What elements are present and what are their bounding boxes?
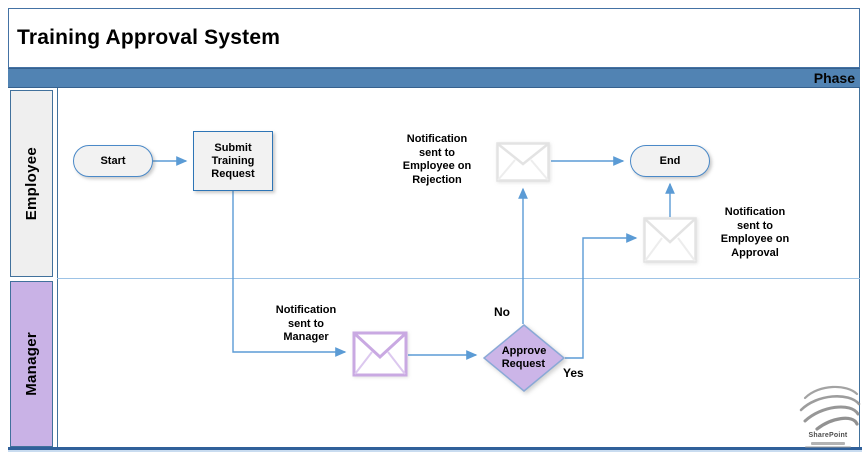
- lane-separator: [57, 278, 860, 279]
- start-node: Start: [73, 145, 153, 177]
- logo-subtext-line2: [805, 446, 851, 448]
- swirl-logo-icon: [799, 385, 861, 431]
- phase-bar: Phase: [8, 68, 860, 88]
- approval-envelope-icon: [643, 217, 697, 263]
- page-title: Training Approval System: [17, 26, 281, 49]
- branch-label-no: No: [494, 305, 510, 319]
- note-manager: Notification sent to Manager: [275, 304, 337, 343]
- note-approval: Notification sent to Employee on Approva…: [720, 206, 790, 259]
- logo-subtext-line: [811, 442, 845, 445]
- title-band: Training Approval System: [8, 8, 860, 68]
- lane-label-manager: Manager: [10, 281, 53, 447]
- watermark-logo: SharePoint: [791, 382, 865, 462]
- swimlane-frame: [57, 88, 860, 447]
- note-rejection: Notification sent to Employee on Rejecti…: [402, 133, 472, 186]
- lane-label-text: Manager: [23, 332, 40, 396]
- logo-text: SharePoint: [808, 432, 848, 439]
- bottom-bar-light: [8, 450, 862, 452]
- end-label: End: [659, 154, 681, 167]
- start-label: Start: [100, 154, 126, 167]
- lane-label-text: Employee: [23, 146, 40, 221]
- decision-label: Approve Request: [501, 345, 547, 370]
- submit-label: Submit Training Request: [211, 141, 255, 180]
- approve-request-decision: Approve Request: [483, 324, 565, 392]
- end-node: End: [630, 145, 710, 177]
- lane-label-employee: Employee: [10, 90, 53, 277]
- bottom-bar: [8, 447, 862, 450]
- phase-label: Phase: [813, 70, 855, 86]
- manager-envelope-icon: [352, 331, 408, 377]
- submit-training-request-node: Submit Training Request: [193, 131, 273, 191]
- rejection-envelope-icon: [496, 142, 550, 182]
- branch-label-yes: Yes: [563, 366, 584, 380]
